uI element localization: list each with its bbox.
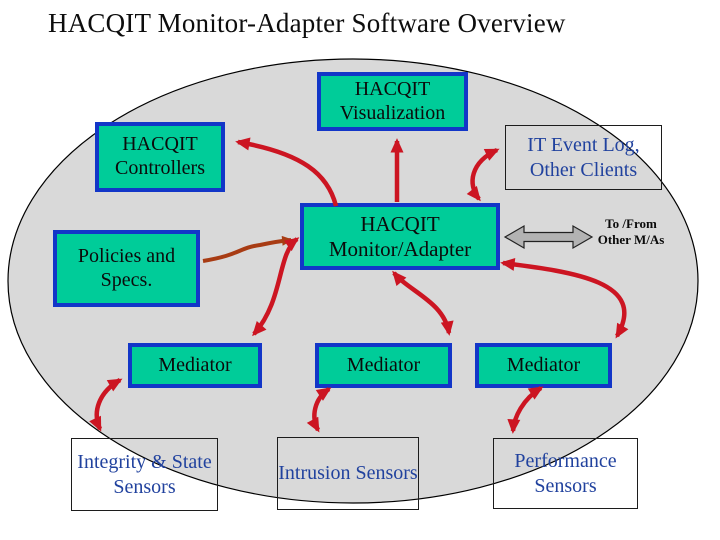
arrow-monitor-mediator2-icon: [392, 270, 454, 336]
arrow-mediator3-performance-icon: [507, 386, 544, 434]
node-integrity-state-sensors: Integrity & State Sensors: [71, 438, 218, 511]
node-hacqit-controllers: HACQIT Controllers: [95, 122, 225, 192]
node-label: Performance Sensors: [514, 450, 617, 497]
bidirectional-arrow-icon: [503, 224, 594, 250]
node-label: HACQIT Monitor/Adapter: [328, 211, 472, 261]
node-label: Policies and Specs.: [77, 244, 176, 291]
node-label: Mediator: [158, 353, 232, 376]
node-label: HACQIT Visualization: [339, 77, 446, 124]
node-hacqit-monitor-adapter: HACQIT Monitor/Adapter: [300, 203, 500, 270]
arrow-monitor-eventlog-icon: [466, 147, 500, 202]
arrow-monitor-mediator1-icon: [252, 237, 300, 337]
arrow-policies-to-monitor-icon: [202, 235, 294, 263]
arrow-mediator2-intrusion-icon: [306, 387, 332, 433]
node-label: HACQIT Controllers: [115, 133, 205, 179]
node-label: Intrusion Sensors: [278, 462, 418, 485]
node-label: Integrity & State Sensors: [77, 451, 212, 498]
node-mediator-2: Mediator: [315, 343, 452, 388]
to-from-other-mas-label: To /From Other M/As: [597, 216, 665, 248]
slide-title: HACQIT Monitor-Adapter Software Overview: [48, 8, 566, 38]
node-intrusion-sensors: Intrusion Sensors: [277, 437, 419, 510]
node-performance-sensors: Performance Sensors: [493, 438, 638, 509]
node-it-event-log-other-clients: IT Event Log, Other Clients: [505, 125, 662, 190]
node-label: Mediator: [506, 353, 581, 376]
node-mediator-1: Mediator: [128, 343, 262, 388]
arrow-mediator1-integrity-icon: [89, 378, 123, 432]
node-label: IT Event Log, Other Clients: [527, 134, 640, 181]
node-mediator-3: Mediator: [475, 343, 612, 388]
node-label: Mediator: [346, 353, 421, 376]
node-policies-and-specs: Policies and Specs.: [53, 230, 200, 307]
arrow-monitor-mediator3-icon: [500, 257, 629, 339]
arrow-monitor-to-controllers-icon: [235, 137, 339, 207]
node-hacqit-visualization: HACQIT Visualization: [317, 72, 468, 131]
